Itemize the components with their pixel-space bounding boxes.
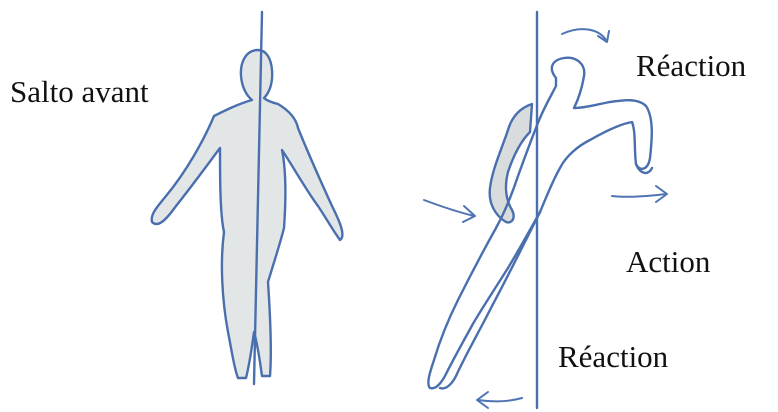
salto-avant-label: Salto avant [10, 76, 149, 107]
reaction-bottom-label: Réaction [558, 341, 668, 372]
reaction-top-arrow [562, 29, 606, 40]
rotating-figure-back-arm [490, 104, 532, 222]
standing-figure [152, 12, 343, 384]
reaction-top-label: Réaction [636, 50, 746, 81]
standing-figure-body [152, 50, 343, 378]
reaction-bottom-arrow [478, 398, 522, 401]
action-arrow [612, 194, 666, 197]
action-label: Action [626, 246, 710, 277]
